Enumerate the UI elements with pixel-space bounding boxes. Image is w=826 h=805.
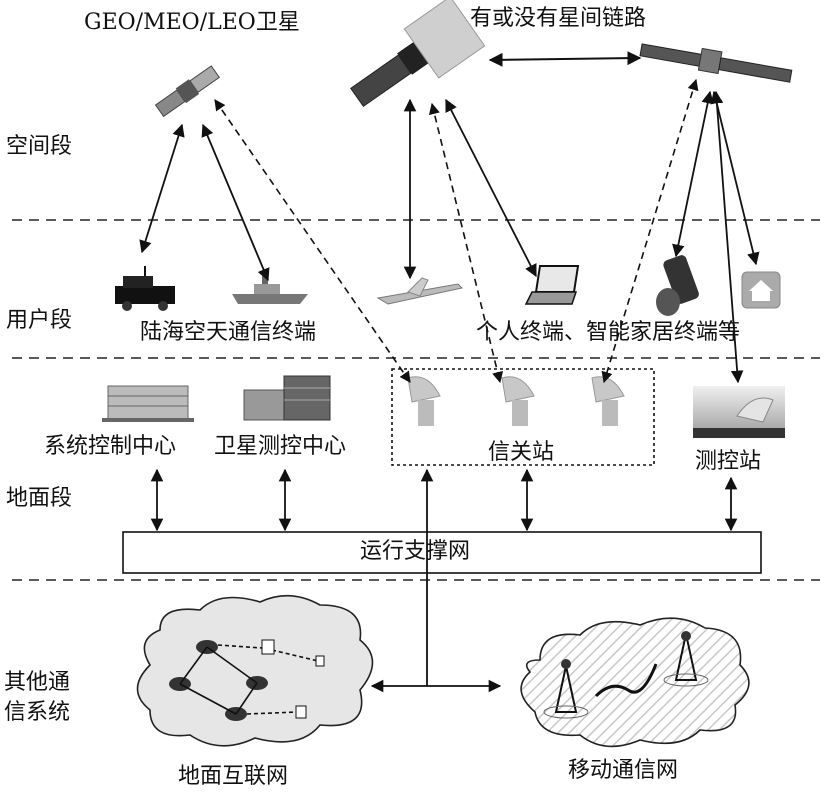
cell-tower-left-icon: [543, 659, 589, 719]
cell-tower-right-icon: [663, 631, 709, 687]
space-segment-label: 空间段: [6, 134, 73, 159]
vehicle-icon: [115, 266, 175, 311]
ttc-station-image-icon: [693, 386, 785, 438]
satellite-ttc-center-label: 卫星测控中心: [214, 434, 347, 459]
laptop-icon: [524, 265, 580, 305]
satellite-ttc-building-icon: [243, 375, 331, 421]
support-network-box: [122, 531, 762, 574]
support-network-label: 运行支撑网: [360, 539, 471, 564]
gateway-antenna-icon: [407, 376, 625, 426]
support-links: [150, 468, 738, 532]
ground-segment-label: 地面段: [6, 486, 73, 511]
satellite-large-icon: [350, 0, 486, 108]
user-segment-label: 用户段: [6, 308, 73, 333]
system-control-center-label: 系统控制中心: [44, 434, 177, 459]
other-networks-label-line2: 信系统: [4, 700, 71, 725]
aircraft-icon: [376, 277, 464, 305]
satellite-small-icon: [154, 65, 220, 118]
system-control-building-icon: [102, 385, 194, 422]
inter-satellite-link: [488, 51, 642, 67]
other-networks-label-line1: 其他通: [4, 670, 71, 695]
land-sea-air-space-terminals-label: 陆海空天通信终端: [140, 320, 317, 345]
satellites-title: GEO/MEO/LEO卫星: [84, 10, 300, 35]
mobile-phone-icon: [656, 255, 699, 316]
ttc-station-label: 测控站: [695, 449, 762, 474]
inter-satellite-link-label: 有或没有星间链路: [470, 6, 647, 31]
ship-icon: [232, 276, 308, 304]
personal-smart-home-terminals-label: 个人终端、智能家居终端等: [476, 320, 741, 345]
mobile-network-label: 移动通信网: [568, 758, 679, 783]
gateway-group-box: [391, 368, 655, 466]
terrestrial-internet-label: 地面互联网: [178, 764, 289, 789]
gateway-to-other-networks-link: [370, 468, 502, 693]
mobile-network-cloud: [520, 617, 750, 748]
dashed-links: [214, 78, 699, 384]
terrestrial-internet-cloud: [136, 594, 374, 747]
gateway-label: 信关站: [488, 440, 555, 465]
satellite-right-icon: [639, 43, 793, 83]
smart-home-icon: [741, 271, 781, 309]
